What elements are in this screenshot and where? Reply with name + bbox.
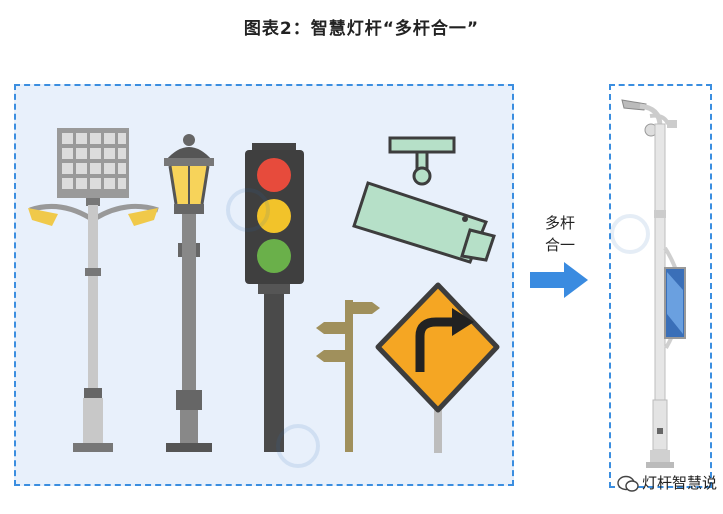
surveillance-camera-icon <box>352 136 496 264</box>
chat-bubble-icon <box>617 475 639 492</box>
merge-label-line2: 合一 <box>544 236 575 254</box>
turn-right-road-sign-icon <box>375 282 500 453</box>
source-watermark: 灯杆智慧说 <box>617 472 717 493</box>
traffic-light-icon <box>245 143 304 452</box>
garden-lamp-icon <box>164 134 214 452</box>
brand-name: 灯杆智慧说 <box>642 474 718 492</box>
right-arrow-icon <box>530 262 588 298</box>
smart-light-pole-icon <box>621 99 686 468</box>
direction-signpost-icon <box>316 300 380 452</box>
merge-label-line1: 多杆 <box>544 214 575 232</box>
watermark-logo <box>226 188 650 468</box>
solar-street-lamp-icon <box>28 128 159 452</box>
figure-title: 图表2：智慧灯杆“多杆合一” <box>243 19 480 39</box>
merge-label: 多杆 合一 <box>532 212 588 256</box>
